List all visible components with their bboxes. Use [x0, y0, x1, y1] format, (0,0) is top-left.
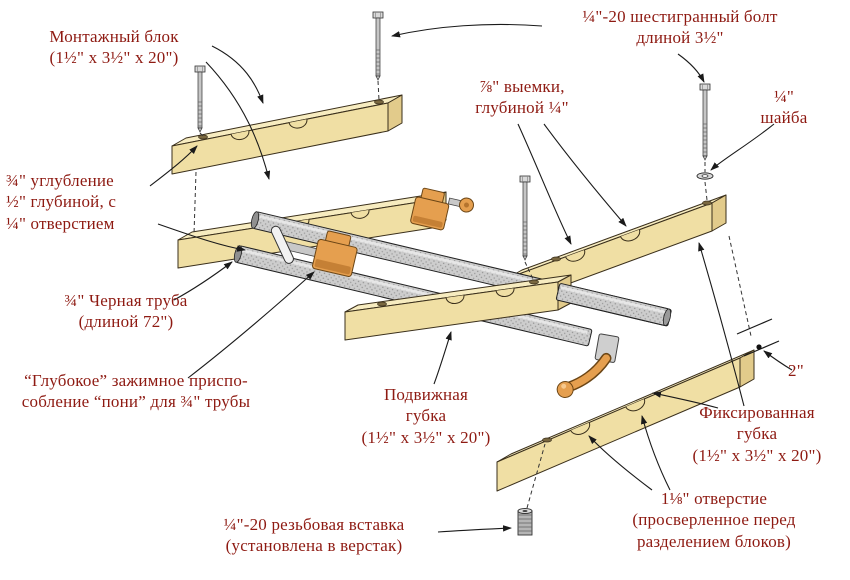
label-washer: ¼" шайба [745, 86, 823, 129]
label-line: (длиной 72") [78, 312, 174, 332]
label-line: Подвижная [383, 385, 469, 404]
washer-shape [696, 172, 714, 180]
label-line: (1½" x 3½" x 20") [49, 48, 179, 68]
label-line: ¼" [773, 87, 795, 106]
label-dim-two-inch: 2" [788, 360, 832, 381]
label-line: 1⅛" отверстие [660, 489, 768, 508]
label-line: ¼"-20 шестигранный болт [582, 7, 778, 26]
threaded-insert-shape [517, 508, 533, 536]
label-recess: ¾" углубление ½" глубиной, с ¼" отверсти… [6, 170, 174, 234]
label-line: “Глубокое” зажимное приспо- [24, 371, 248, 390]
label-line: ½" глубиной, с [6, 192, 117, 212]
label-line: глубиной ¼" [475, 98, 569, 118]
label-mounting-block: Монтажный блок (1½" x 3½" x 20") [14, 26, 214, 69]
label-line: (1½" x 3½" x 20") [361, 427, 491, 447]
label-line: ¼" отверстием [6, 213, 115, 233]
label-line: разделением блоков) [636, 531, 792, 551]
hex-bolt-left [194, 65, 206, 133]
pipe-upper-right-segment [555, 283, 672, 326]
fixed-jaw-shape [496, 349, 755, 492]
label-line: шайба [760, 108, 808, 128]
label-line: ⅞" выемки, [479, 77, 565, 96]
label-insert: ¼"-20 резьбовая вставка (установлена в в… [186, 514, 442, 557]
hex-bolt-right [699, 83, 711, 161]
label-line: Фиксированная [699, 403, 815, 422]
label-line: губка [405, 406, 447, 426]
label-line: собление “пони” для ¾" трубы [21, 392, 251, 412]
label-notches: ⅞" выемки, глубиной ¼" [447, 76, 597, 119]
pony-clamp-b [410, 187, 475, 231]
label-hole: 1⅛" отверстие (просверленное перед разде… [594, 488, 834, 552]
label-fixed-jaw: Фиксированная губка (1½" x 3½" x 20") [664, 402, 850, 466]
label-line: (просверленное перед [632, 510, 796, 530]
pony-clamp-crank [556, 333, 620, 399]
label-pony-clamp: “Глубокое” зажимное приспо- собление “по… [6, 370, 266, 413]
dimension-marks [736, 318, 780, 357]
hex-bolt-top [372, 11, 384, 81]
label-hex-bolt: ¼"-20 шестигранный болт длиной 3½" [512, 6, 848, 49]
label-line: Монтажный блок [49, 27, 179, 46]
pony-clamp-a [270, 225, 358, 277]
hex-bolt-middle [519, 175, 531, 261]
label-line: ¾" Черная труба [64, 291, 188, 310]
label-line: длиной 3½" [636, 28, 724, 48]
alignment-dashes [193, 80, 752, 509]
leader-lines [149, 23, 793, 533]
label-line: (установлена в верстак) [225, 536, 403, 556]
mounting-block-shape [171, 94, 403, 175]
label-pipe: ¾" Черная труба (длиной 72") [36, 290, 216, 333]
label-line: губка [736, 424, 778, 444]
label-line: 2" [788, 361, 804, 380]
label-line: (1½" x 3½" x 20") [692, 445, 822, 465]
label-line: ¼"-20 резьбовая вставка [223, 515, 405, 534]
label-movable-jaw: Подвижная губка (1½" x 3½" x 20") [352, 384, 500, 448]
label-line: ¾" углубление [6, 171, 114, 190]
